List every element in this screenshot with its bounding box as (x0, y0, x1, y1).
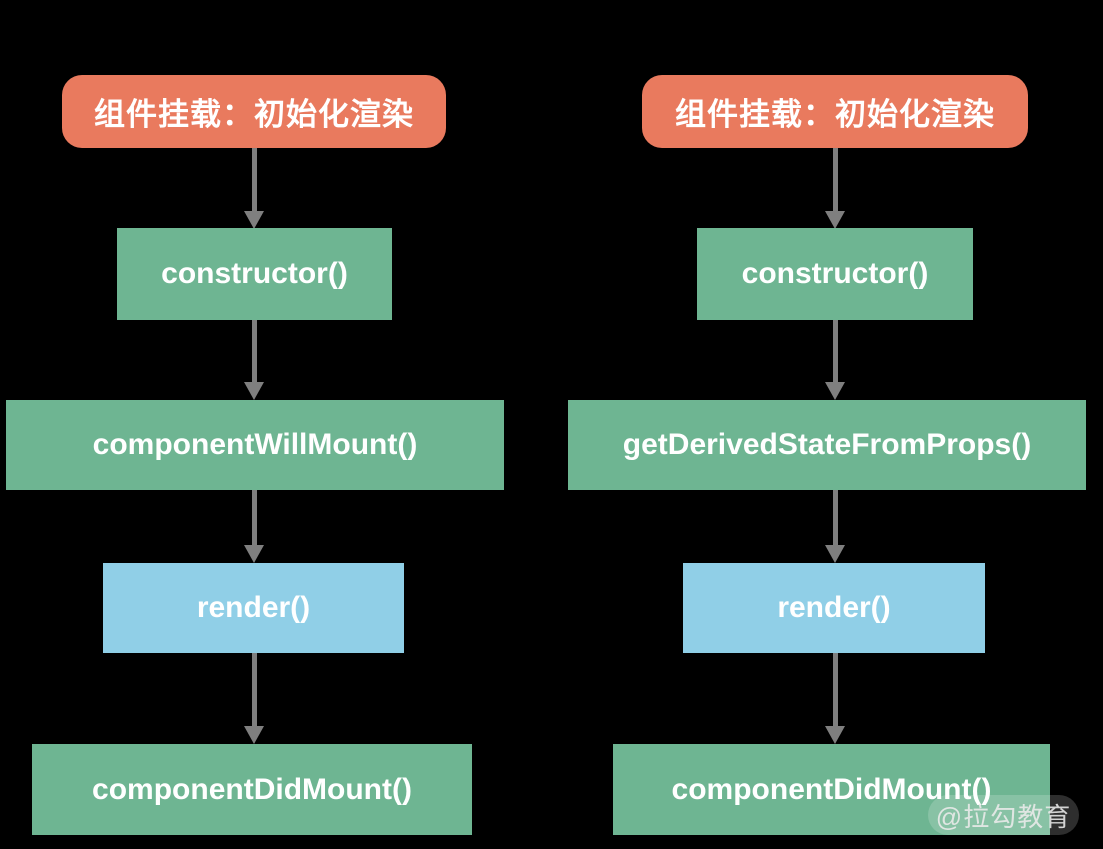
arrowhead-icon (244, 382, 264, 400)
arrow-shaft (251, 653, 257, 726)
node-right-constructor-label: constructor() (741, 257, 929, 290)
arrowhead-icon (825, 382, 845, 400)
arrow-shaft (251, 490, 257, 545)
arrow-shaft (251, 148, 257, 211)
arrow-down-icon (244, 320, 264, 400)
watermark-label: @拉勾教育 (935, 801, 1072, 832)
node-left-constructor-label: constructor() (161, 257, 348, 290)
arrowhead-icon (825, 726, 845, 744)
node-right-get-derived-state-from-props: getDerivedStateFromProps() (568, 400, 1086, 490)
node-left-start-label: 组件挂载：初始化渲染 (94, 97, 414, 132)
arrow-down-icon (244, 148, 264, 229)
node-right-start-label: 组件挂载：初始化渲染 (675, 97, 995, 132)
node-right-component-did-mount: componentDidMount() (613, 744, 1050, 835)
arrow-down-icon (825, 320, 845, 400)
arrowhead-icon (244, 211, 264, 229)
arrowhead-icon (244, 545, 264, 563)
node-right-render: render() (683, 563, 985, 653)
node-right-component-did-mount-label: componentDidMount() (671, 772, 992, 806)
node-right-start: 组件挂载：初始化渲染 (642, 75, 1028, 148)
arrow-down-icon (825, 653, 845, 744)
arrow-down-icon (825, 148, 845, 229)
arrowhead-icon (244, 726, 264, 744)
node-left-render: render() (103, 563, 404, 653)
arrow-down-icon (244, 490, 264, 563)
arrowhead-icon (825, 545, 845, 563)
node-right-constructor: constructor() (697, 228, 973, 320)
node-left-component-will-mount: componentWillMount() (6, 400, 504, 490)
node-right-get-derived-state-from-props-label: getDerivedStateFromProps() (622, 428, 1032, 461)
node-left-constructor: constructor() (117, 228, 392, 320)
arrow-shaft (832, 320, 838, 382)
node-left-start: 组件挂载：初始化渲染 (62, 75, 446, 148)
node-left-component-did-mount-label: componentDidMount() (92, 772, 412, 806)
arrow-shaft (832, 148, 838, 211)
arrow-shaft (251, 320, 257, 382)
arrowhead-icon (825, 211, 845, 229)
node-left-component-will-mount-label: componentWillMount() (92, 428, 418, 461)
node-left-component-did-mount: componentDidMount() (32, 744, 472, 835)
arrow-shaft (832, 490, 838, 545)
arrow-down-icon (825, 490, 845, 563)
arrow-down-icon (244, 653, 264, 744)
arrow-shaft (832, 653, 838, 726)
watermark-badge: @拉勾教育 (928, 795, 1079, 835)
node-left-render-label: render() (196, 591, 311, 624)
node-right-render-label: render() (777, 591, 891, 624)
